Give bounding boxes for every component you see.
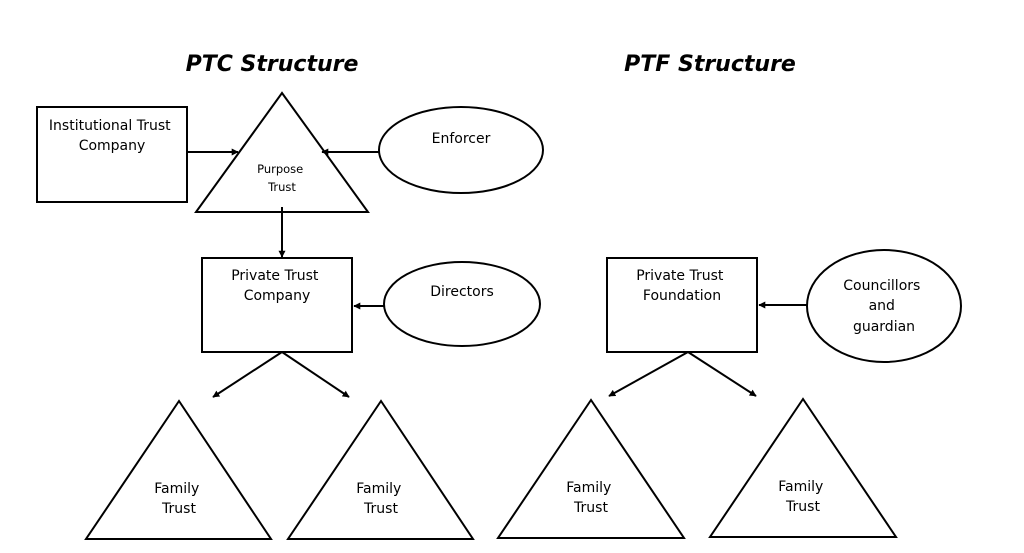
ptc-title: PTC Structure	[186, 52, 359, 77]
councillors-ellipse: Councillors and guardian	[806, 249, 962, 363]
private-trust-company-box: Private Trust Company	[201, 257, 353, 353]
enforcer-ellipse: Enforcer	[378, 106, 544, 194]
ptf-family-trust-2-label: Family Trust	[778, 479, 828, 515]
directors-label: Directors	[430, 284, 494, 300]
purpose-trust-triangle: Purpose Trust	[194, 91, 370, 213]
ptc-family-trust-1-triangle: Family Trust	[84, 399, 273, 540]
ptc-family-trust-2-triangle: Family Trust	[286, 399, 475, 540]
private-trust-foundation-label: Private Trust Foundation	[636, 268, 728, 304]
ptf-to-family-trust-1-arrow	[608, 351, 689, 397]
purpose-trust-label: Purpose Trust	[257, 162, 307, 194]
ptf-to-family-trust-2-arrow	[687, 351, 757, 397]
directors-ellipse: Directors	[383, 261, 541, 347]
ptc-to-family-trust-2-arrow	[281, 351, 350, 398]
ptc-to-family-trust-1-arrow	[212, 351, 283, 398]
ptc-family-trust-2-label: Family Trust	[356, 481, 406, 517]
institutional-trust-company-label: Institutional Trust Company	[49, 118, 175, 154]
institutional-trust-company-box: Institutional Trust Company	[36, 106, 188, 203]
ptf-title: PTF Structure	[624, 52, 796, 77]
ptc-family-trust-1-label: Family Trust	[154, 481, 204, 517]
councillors-label: Councillors and guardian	[843, 278, 925, 335]
ptf-family-trust-2-triangle: Family Trust	[708, 397, 898, 538]
enforcer-label: Enforcer	[432, 131, 491, 147]
ptf-family-trust-1-triangle: Family Trust	[496, 398, 686, 539]
ptf-family-trust-1-label: Family Trust	[566, 480, 616, 516]
private-trust-foundation-box: Private Trust Foundation	[606, 257, 758, 353]
private-trust-company-label: Private Trust Company	[231, 268, 323, 304]
